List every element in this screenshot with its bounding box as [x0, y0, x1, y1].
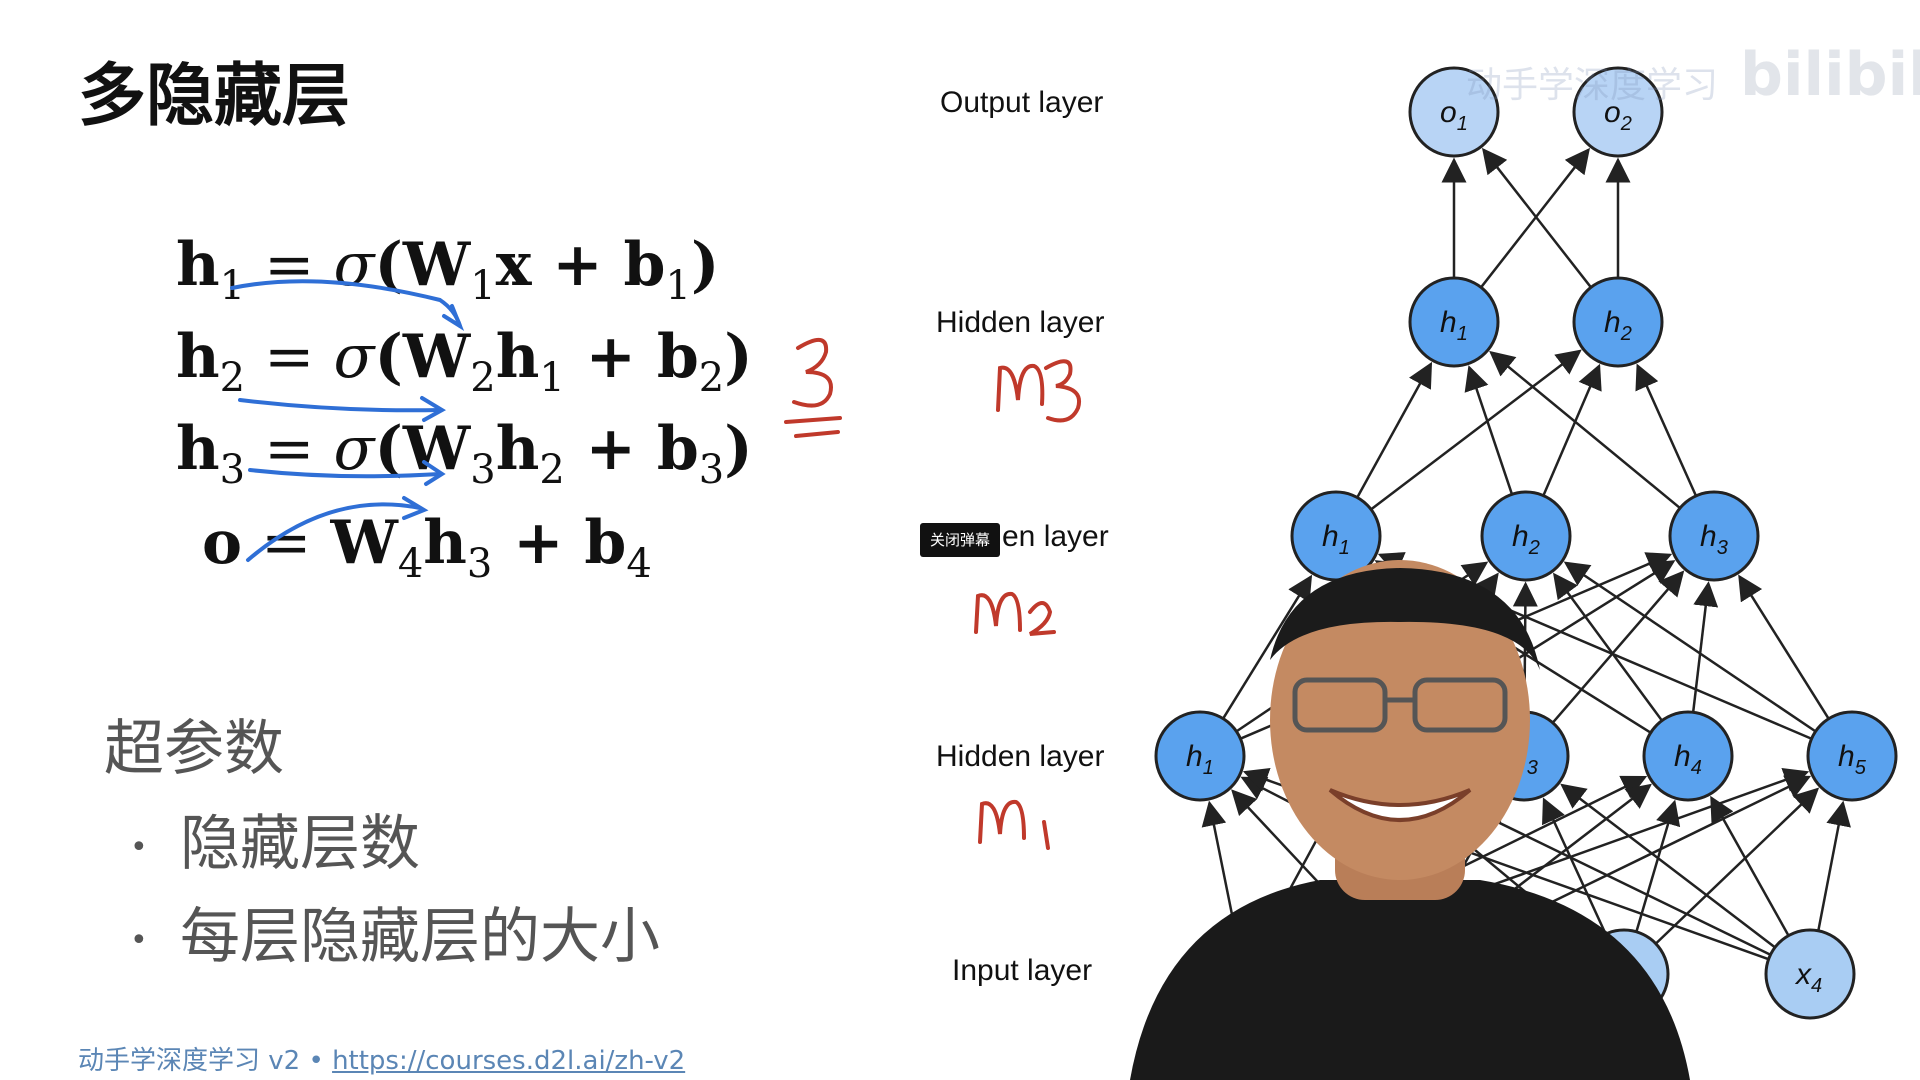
node-label: h1: [1186, 740, 1214, 779]
bullet-dot: •: [130, 922, 148, 958]
bullet-item: • 隐藏层数: [130, 795, 420, 882]
edge-input-2-to-hidden1-4: [1654, 787, 1820, 945]
layer-label-output: Output layer: [940, 86, 1104, 119]
node-hidden2-h2: h2: [1480, 490, 1572, 582]
edge-input-3-to-hidden1-3: [1710, 795, 1790, 937]
bilibili-logo: bilibili: [1740, 40, 1920, 110]
node-hidden1-h5: h5: [1806, 710, 1898, 802]
presenter-mouth: [1328, 788, 1472, 822]
node-input-x4: x4: [1764, 928, 1856, 1020]
node-hidden3-h1: h1: [1408, 276, 1500, 368]
edge-hidden3-1-to-output-0: [1482, 147, 1592, 289]
edge-hidden3-0-to-output-1: [1480, 147, 1590, 289]
equation-2: h2 = σ(W2h1 + b2): [176, 322, 753, 401]
presenter-hair: [1270, 568, 1540, 670]
footer: 动手学深度学习 v2 • https://courses.d2l.ai/zh-v…: [78, 1040, 685, 1077]
node-hidden1-h4: h4: [1642, 710, 1734, 802]
bullet-text: 每层隐藏层的大小: [180, 902, 660, 972]
node-label: o1: [1440, 96, 1468, 135]
node-hidden2-h3: h3: [1668, 490, 1760, 582]
node-output-o1: o1: [1408, 66, 1500, 158]
edge-hidden2-2-to-hidden3-1: [1635, 363, 1698, 497]
edge-hidden2-1-to-hidden3-0: [1464, 365, 1514, 495]
edge-hidden2-1-to-hidden3-1: [1542, 363, 1602, 497]
node-label: h3: [1700, 520, 1728, 559]
layer-label-hidden-1: Hidden layer: [936, 740, 1105, 773]
edge-hidden1-0-to-hidden2-0: [1222, 574, 1313, 720]
node-label: h1: [1440, 306, 1468, 345]
edge-hidden1-2-to-hidden2-2: [1551, 570, 1685, 724]
node-output-o2: o2: [1572, 66, 1664, 158]
footer-link[interactable]: https://courses.d2l.ai/zh-v2: [332, 1046, 686, 1076]
bullet-dot: •: [130, 829, 148, 865]
node-label: h2: [1604, 306, 1632, 345]
layer-label-hidden-2: en layer: [1002, 520, 1109, 553]
layer-label-input: Input layer: [952, 954, 1093, 987]
bullet-text: 隐藏层数: [180, 809, 420, 879]
node-label: h5: [1838, 740, 1867, 779]
footer-text: 动手学深度学习 v2 •: [78, 1046, 333, 1076]
layer-label-hidden-3: Hidden layer: [936, 306, 1105, 339]
watermark-text: 动手学深度学习: [1466, 65, 1719, 106]
bullet-item: • 每层隐藏层的大小: [130, 888, 660, 975]
edge-input-3-to-hidden1-4: [1817, 800, 1851, 932]
glasses-icon: [1292, 677, 1508, 733]
node-label: o2: [1604, 96, 1632, 135]
edge-input-0-to-hidden1-0: [1201, 800, 1237, 932]
node-label: h4: [1674, 740, 1702, 779]
edge-hidden1-4-to-hidden2-2: [1738, 574, 1830, 720]
edge-hidden2-0-to-hidden3-1: [1370, 349, 1582, 511]
node-label: x4: [1794, 958, 1822, 997]
node-label: h2: [1512, 520, 1540, 559]
close-danmaku-button[interactable]: 关闭弹幕: [920, 523, 1000, 557]
edge-hidden1-4-to-hidden2-1: [1563, 561, 1817, 733]
presenter-shirt: [1130, 880, 1690, 1080]
presenter-video: [1130, 560, 1690, 1080]
node-hidden3-h2: h2: [1572, 276, 1664, 368]
presenter-face: [1270, 560, 1530, 880]
edge-input-2-to-hidden1-3: [1635, 799, 1681, 933]
node-hidden1-h1: h1: [1154, 710, 1246, 802]
node-label: h1: [1322, 520, 1350, 559]
hyperparams-heading: 超参数: [104, 714, 284, 784]
slide-title: 多隐藏层: [78, 57, 351, 136]
edge-hidden2-2-to-hidden3-0: [1489, 350, 1681, 510]
edge-hidden2-0-to-hidden3-0: [1356, 361, 1433, 499]
edge-input-3-to-hidden1-2: [1560, 783, 1776, 949]
edge-input-2-to-hidden1-2: [1542, 797, 1607, 935]
edge-hidden1-3-to-hidden2-1: [1552, 572, 1663, 722]
edge-hidden1-3-to-hidden2-2: [1691, 581, 1719, 713]
